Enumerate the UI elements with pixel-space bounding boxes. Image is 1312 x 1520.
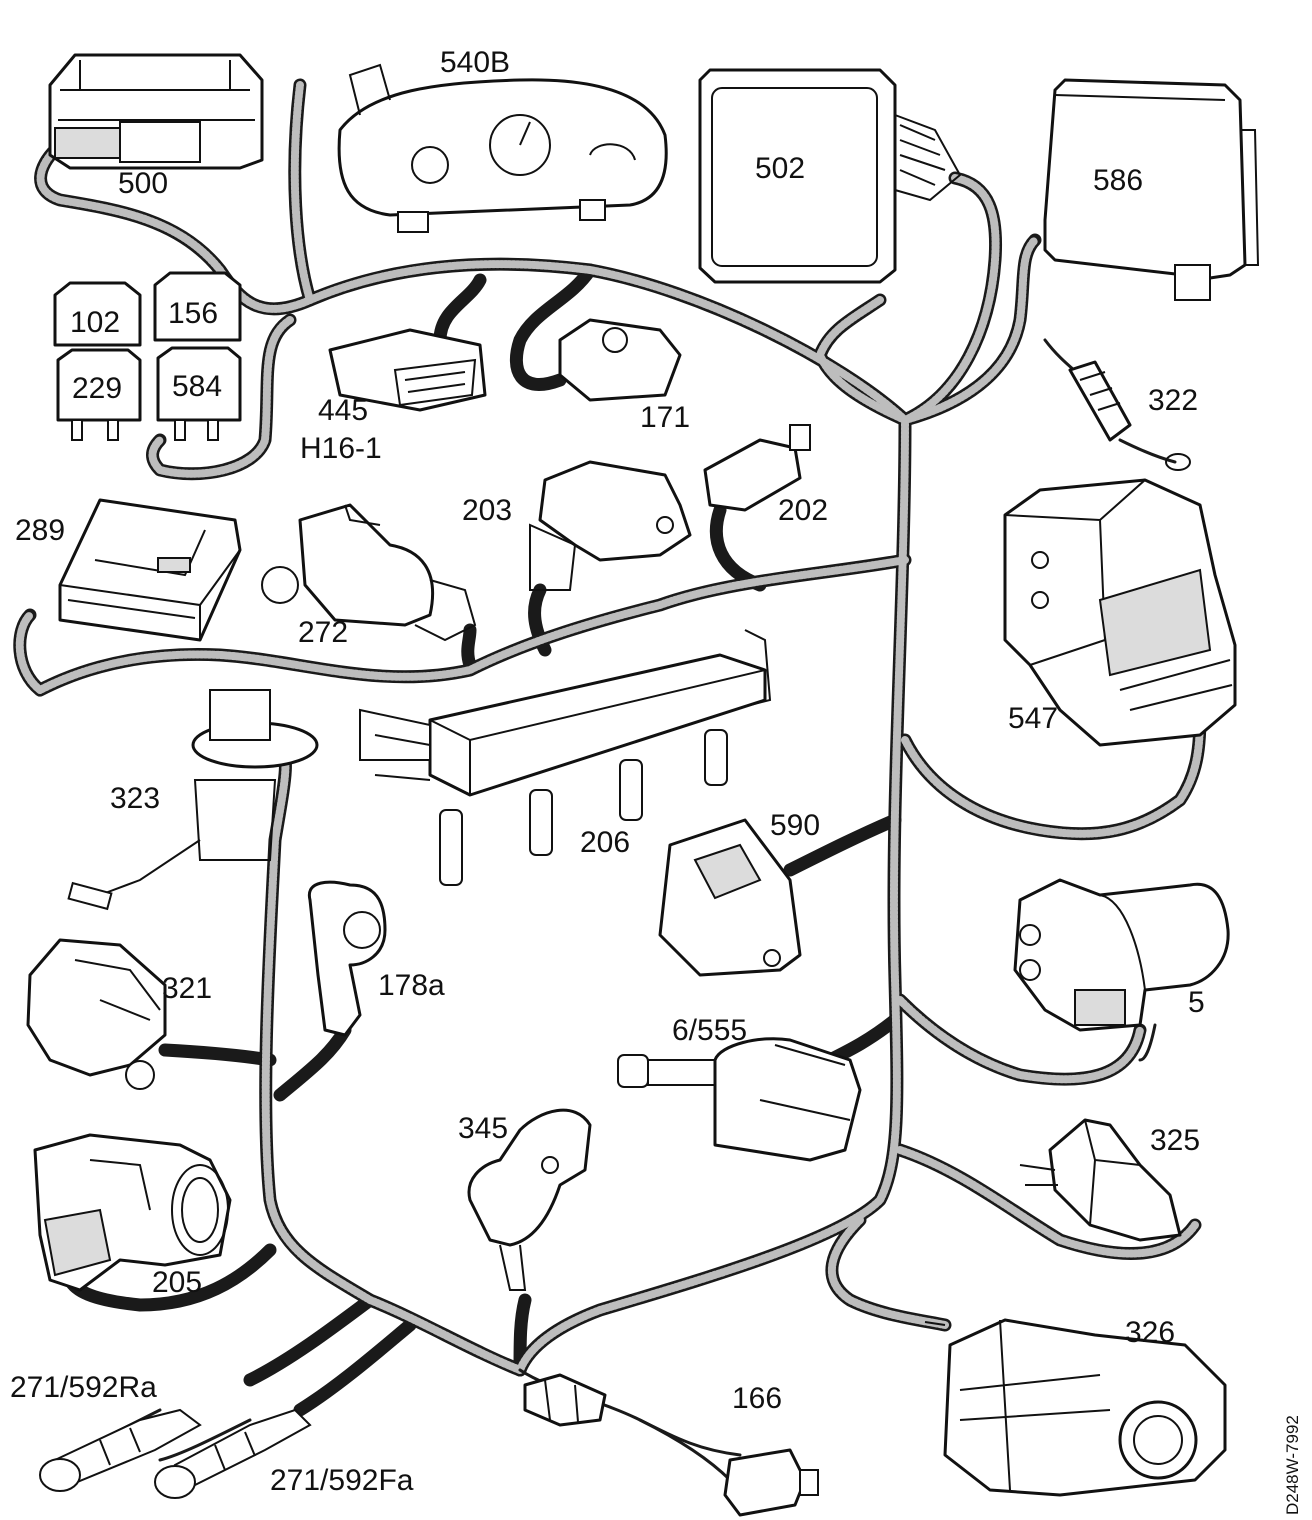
- component-345: 345: [458, 1108, 592, 1291]
- component-271-592Ra: 271/592Ra: [10, 1371, 202, 1492]
- label-590: 590: [770, 809, 820, 842]
- label-325: 325: [1150, 1124, 1200, 1157]
- component-325: 325: [1019, 1118, 1200, 1242]
- label-156: 156: [168, 297, 218, 330]
- label-321: 321: [162, 972, 212, 1005]
- component-322: 322: [1068, 360, 1198, 471]
- label-271-592Ra: 271/592Ra: [10, 1371, 157, 1404]
- component-586: 586: [1043, 78, 1260, 301]
- label-271-592Fa: 271/592Fa: [270, 1464, 414, 1497]
- label-205: 205: [152, 1266, 202, 1299]
- component-323: 323: [67, 689, 319, 911]
- component-445: 445 H16-1: [300, 328, 487, 465]
- component-202: 202: [703, 424, 828, 527]
- label-H16-1: H16-1: [300, 432, 382, 465]
- component-166: 166: [523, 1373, 819, 1517]
- component-178a: 178a: [307, 880, 445, 1037]
- component-321: 321: [26, 938, 212, 1090]
- relay-584: 584: [156, 346, 242, 441]
- relay-102: 102: [53, 281, 142, 347]
- label-547: 547: [1008, 702, 1058, 735]
- label-289: 289: [15, 514, 65, 547]
- component-271-592Fa: 271/592Fa: [154, 1408, 414, 1499]
- label-166: 166: [732, 1382, 782, 1415]
- relay-229: 229: [56, 348, 142, 441]
- label-345: 345: [458, 1112, 508, 1145]
- label-272: 272: [298, 616, 348, 649]
- label-540B: 540B: [440, 46, 510, 79]
- label-322: 322: [1148, 384, 1198, 417]
- label-326: 326: [1125, 1316, 1175, 1349]
- component-272: 272: [261, 503, 477, 649]
- label-202: 202: [778, 494, 828, 527]
- component-206: 206: [359, 629, 772, 886]
- relay-156: 156: [153, 271, 242, 342]
- component-205: 205: [33, 1133, 232, 1299]
- component-171: 171: [558, 318, 690, 434]
- component-590: 590: [658, 809, 820, 977]
- label-323: 323: [110, 782, 160, 815]
- label-502: 502: [755, 152, 805, 185]
- component-502: 502: [698, 68, 962, 284]
- label-229: 229: [72, 372, 122, 405]
- component-203: 203: [462, 460, 692, 591]
- label-5: 5: [1188, 986, 1205, 1019]
- label-500: 500: [118, 167, 168, 200]
- component-500: 500: [48, 53, 264, 200]
- component-326: 326: [924, 1316, 1227, 1497]
- label-445: 445: [318, 394, 368, 427]
- label-584: 584: [172, 370, 222, 403]
- label-206: 206: [580, 826, 630, 859]
- component-6-555: 6/555: [617, 1014, 862, 1162]
- label-203: 203: [462, 494, 512, 527]
- drawing-code: D248W-7992: [1283, 1415, 1302, 1515]
- label-6-555: 6/555: [672, 1014, 747, 1047]
- label-171: 171: [640, 401, 690, 434]
- label-102: 102: [70, 306, 120, 339]
- component-540B: 540B: [337, 46, 668, 233]
- component-547: 547: [1003, 478, 1237, 747]
- label-586: 586: [1093, 164, 1143, 197]
- component-5: 5: [1013, 878, 1230, 1032]
- component-289: 289: [15, 498, 242, 642]
- label-178a: 178a: [378, 969, 445, 1002]
